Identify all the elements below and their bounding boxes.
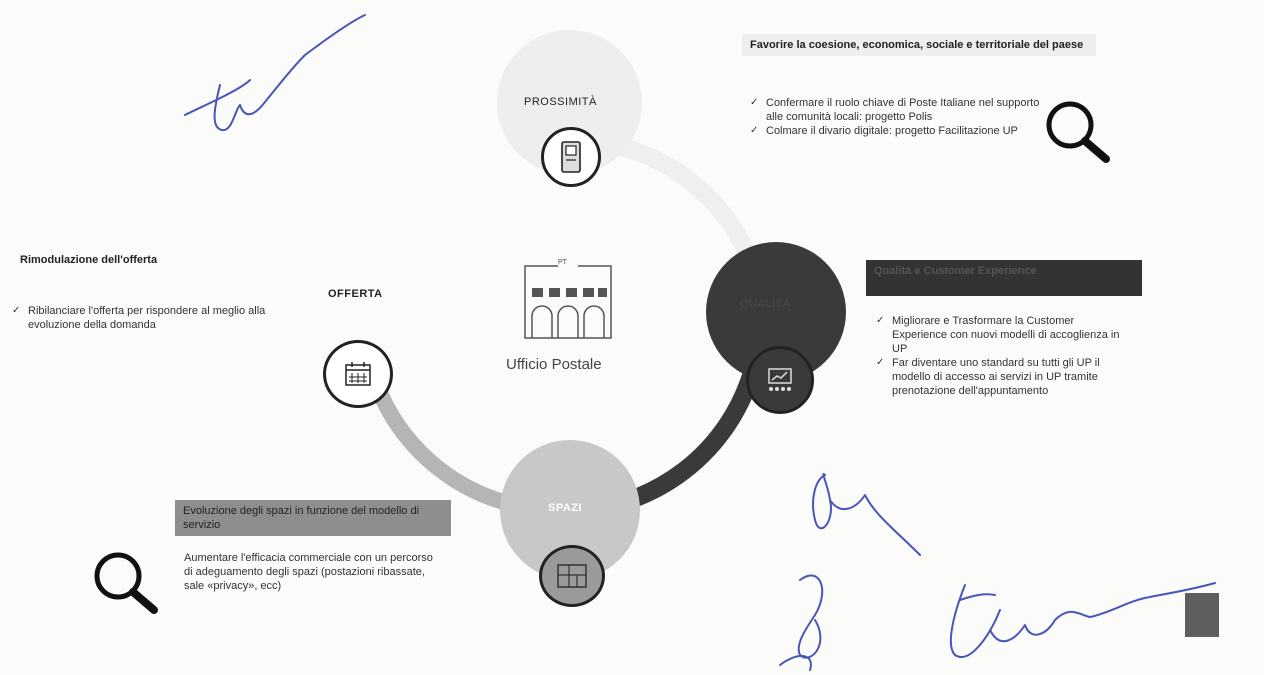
list-item: Far diventare uno standard su tutti gli … — [876, 356, 1126, 398]
list-item: Colmare il divario digitale: progetto Fa… — [750, 124, 1040, 138]
list-item: Ribilanciare l'offerta per rispondere al… — [12, 304, 297, 332]
magnifier-icon — [94, 552, 158, 614]
prossimita-label: PROSSIMITÀ — [524, 96, 597, 108]
page-number-box — [1185, 593, 1219, 637]
post-office-building-icon — [524, 258, 612, 339]
signature-top-left — [184, 14, 366, 132]
spazi-body: Aumentare l'efficacia commerciale con un… — [184, 552, 433, 592]
building-tag: PT — [558, 259, 567, 266]
kiosk-icon — [541, 127, 601, 187]
floorplan-icon — [539, 545, 605, 607]
qualita-label: QUALITÀ — [740, 298, 791, 310]
spazi-heading: Evoluzione degli spazi in funzione del m… — [175, 500, 451, 536]
magnifier-icon — [1046, 101, 1110, 163]
offerta-heading: Rimodulazione dell'offerta — [20, 254, 158, 266]
qualita-heading: Qualità e Customer Experience — [866, 260, 1142, 296]
center-label: Ufficio Postale — [506, 356, 602, 373]
signature-bottom-middle — [779, 473, 921, 671]
offerta-label: OFFERTA — [328, 288, 383, 300]
offerta-list: Ribilanciare l'offerta per rispondere al… — [12, 304, 297, 332]
prossimita-heading: Favorire la coesione, economica, sociale… — [742, 34, 1096, 56]
prossimita-list: Confermare il ruolo chiave di Poste Ital… — [750, 96, 1040, 138]
list-item: Migliorare e Trasformare la Customer Exp… — [876, 314, 1126, 356]
qualita-list: Migliorare e Trasformare la Customer Exp… — [876, 314, 1126, 398]
calendar-icon — [323, 340, 393, 408]
list-item: Confermare il ruolo chiave di Poste Ital… — [750, 96, 1040, 124]
chart-icon — [746, 346, 814, 414]
signature-bottom-right — [949, 582, 1216, 658]
spazi-label: SPAZI — [548, 502, 583, 514]
